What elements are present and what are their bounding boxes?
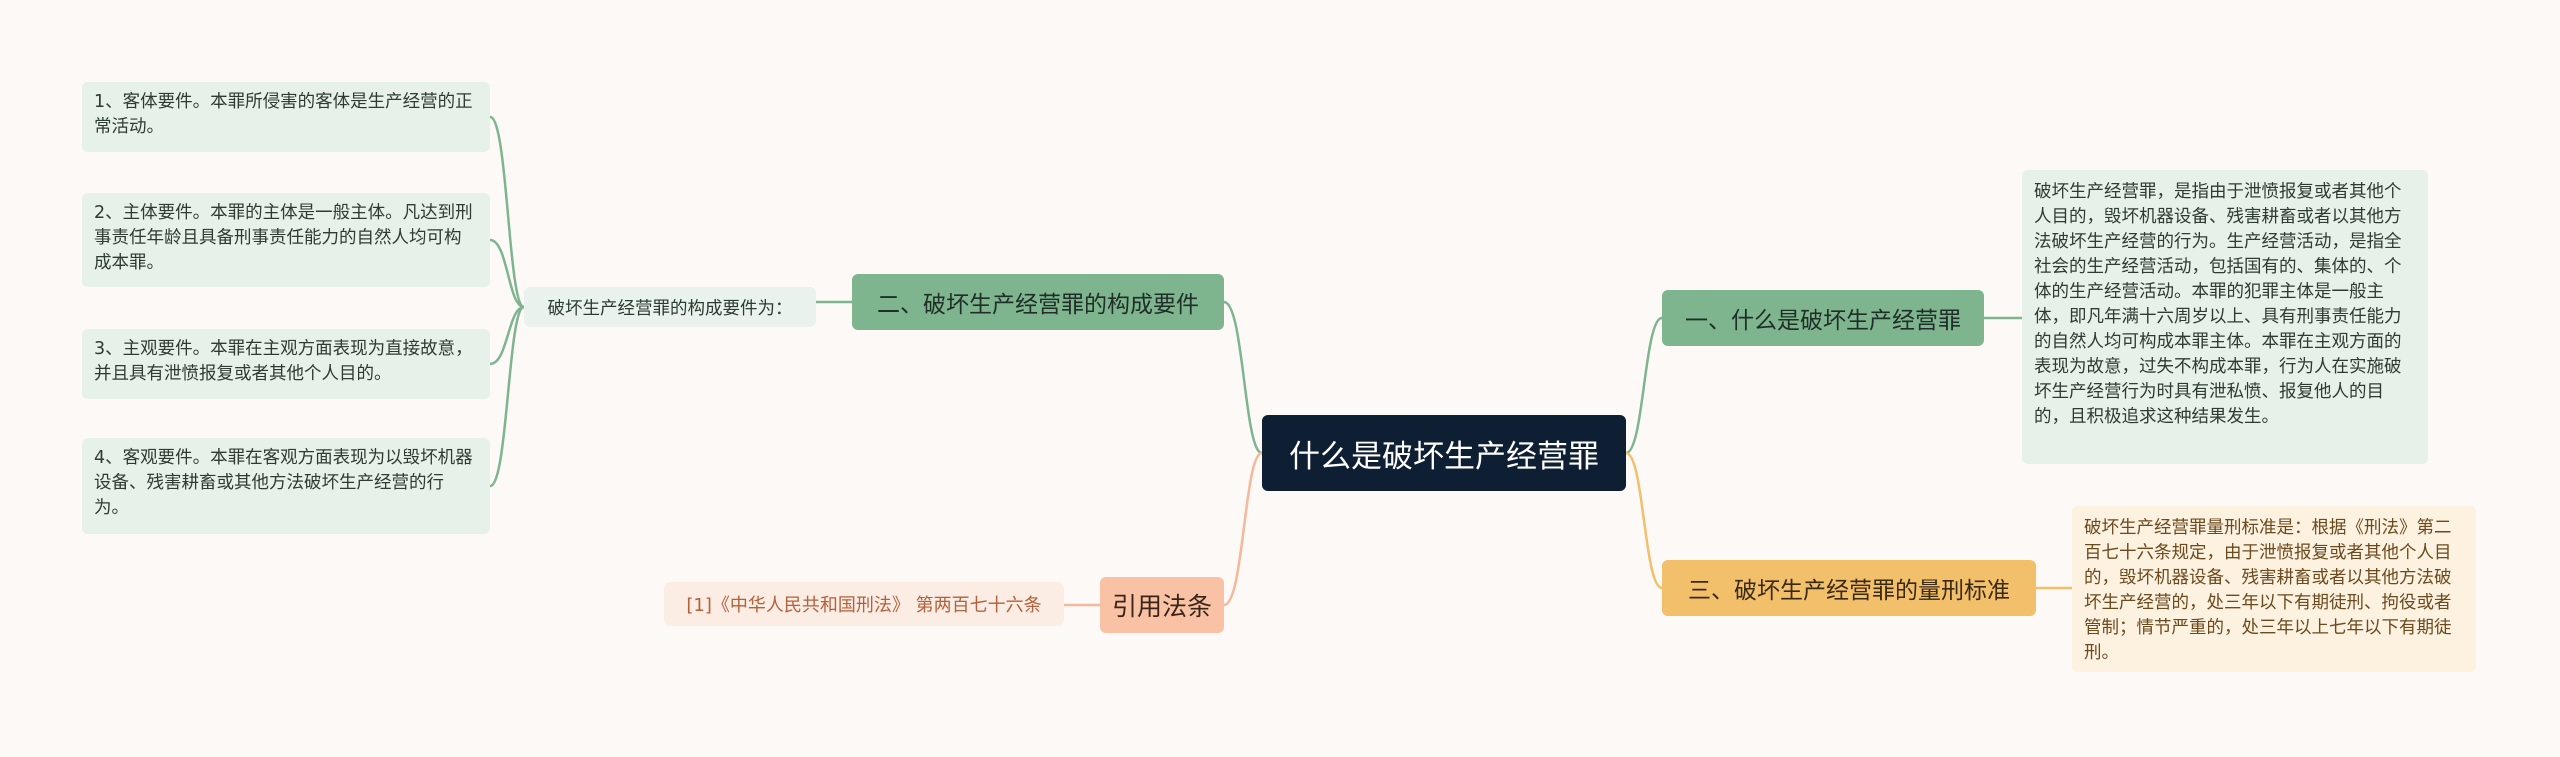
composition-leaf-3[interactable]: 3、主观要件。本罪在主观方面表现为直接故意，并且具有泄愤报复或者其他个人目的。 <box>82 329 490 399</box>
citation-leaf[interactable]: [1]《中华人民共和国刑法》 第两百七十六条 <box>664 582 1064 626</box>
connector-intro-leaf-1 <box>489 115 526 309</box>
composition-intro[interactable]: 破坏生产经营罪的构成要件为： <box>524 287 816 327</box>
branch-composition[interactable]: 二、破坏生产经营罪的构成要件 <box>852 274 1224 330</box>
connector-intro-leaf-4 <box>489 305 526 488</box>
connector-intro-leaf-3 <box>489 305 525 366</box>
connector-intro-leaf-2 <box>489 238 525 309</box>
sentencing-text[interactable]: 破坏生产经营罪量刑标准是：根据《刑法》第二百七十六条规定，由于泄愤报复或者其他个… <box>2072 506 2476 672</box>
composition-leaf-4[interactable]: 4、客观要件。本罪在客观方面表现为以毁坏机器设备、残害耕畜或其他方法破坏生产经营… <box>82 438 490 534</box>
branch-sentencing[interactable]: 三、破坏生产经营罪的量刑标准 <box>1662 560 2036 616</box>
branch-definition[interactable]: 一、什么是破坏生产经营罪 <box>1662 290 1984 346</box>
branch-citation[interactable]: 引用法条 <box>1100 577 1224 633</box>
composition-leaf-1[interactable]: 1、客体要件。本罪所侵害的客体是生产经营的正常活动。 <box>82 82 490 152</box>
connector-root-definition <box>1625 316 1663 455</box>
root-topic[interactable]: 什么是破坏生产经营罪 <box>1262 415 1626 491</box>
connector-root-sentencing <box>1625 451 1663 590</box>
connector-root-citation <box>1223 451 1263 607</box>
definition-text[interactable]: 破坏生产经营罪，是指由于泄愤报复或者其他个人目的，毁坏机器设备、残害耕畜或者以其… <box>2022 170 2428 464</box>
connector-root-composition <box>1223 300 1263 455</box>
composition-leaf-2[interactable]: 2、主体要件。本罪的主体是一般主体。凡达到刑事责任年龄且具备刑事责任能力的自然人… <box>82 193 490 287</box>
